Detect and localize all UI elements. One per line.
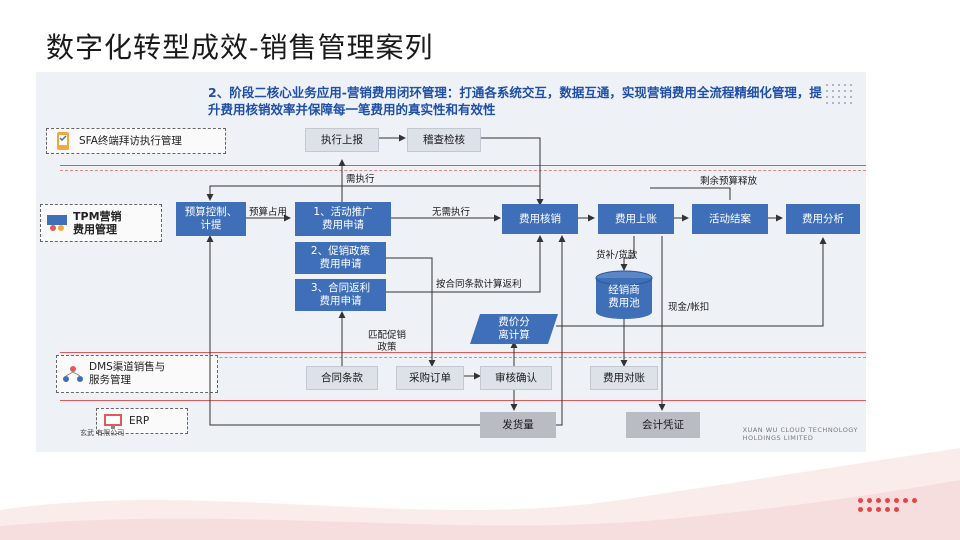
node-review-confirm: 审核确认: [480, 366, 552, 390]
node-pool-line2: 费用池: [608, 297, 640, 309]
node-exec-report: 执行上报: [305, 128, 379, 152]
edge-label-budget-use: 预算占用: [249, 207, 288, 218]
edge-label-goods: 货补/货款: [596, 250, 638, 261]
people-network-icon: [62, 364, 84, 384]
node-expense-reconcile: 费用对账: [590, 366, 658, 390]
node-expense-analysis: 费用分析: [786, 204, 860, 234]
node-shipment-volume: 发货量: [480, 412, 556, 438]
node-expense-verify: 费用核销: [502, 204, 578, 234]
lane-label-tpm-line1: TPM营销: [73, 210, 122, 223]
node-dealer-pool-shape: [595, 270, 653, 319]
decorative-red-dots: [858, 498, 922, 516]
edge-label-match-line2: 政策: [377, 342, 397, 353]
lane-label-dms-line2: 服务管理: [89, 374, 131, 386]
lane-divider-dms: [60, 400, 866, 401]
node-contract-terms: 合同条款: [306, 366, 378, 390]
edge-label-remaining-budget: 剩余预算释放: [700, 176, 758, 187]
lane-label-sfa: SFA终端拜访执行管理: [46, 128, 226, 154]
lane-divider-sfa: [60, 165, 866, 166]
lane-label-sfa-text: SFA终端拜访执行管理: [79, 134, 182, 147]
node-expense-post: 费用上账: [598, 204, 674, 234]
node-dealer-pool: 经销商费用池: [594, 282, 654, 312]
node-audit-check: 稽查检核: [407, 128, 481, 152]
lane-label-dms-line1: DMS渠道销售与: [89, 361, 166, 373]
node-purchase-order: 采购订单: [396, 366, 464, 390]
edge-label-no-exec: 无需执行: [432, 207, 471, 218]
phone-checklist-icon: [52, 131, 74, 151]
node-activity-line2: 费用申请: [322, 219, 364, 231]
node-price-separation-shape: [470, 314, 558, 344]
erp-monitor-icon: [102, 411, 124, 431]
node-activity-expense: 1、活动推广费用申请: [295, 202, 391, 236]
company-line2: HOLDINGS LIMITED: [742, 434, 814, 442]
node-activity-closing: 活动结案: [692, 204, 768, 234]
company-line1: XUAN WU CLOUD TECHNOLOGY: [742, 426, 858, 434]
node-pool-line1: 经销商: [608, 284, 640, 296]
node-rebate-line1: 3、合同返利: [310, 282, 371, 294]
node-promo-expense: 2、促销政策费用申请: [295, 242, 386, 274]
node-price-line1: 费价分: [498, 316, 530, 328]
erp-logo-line2: 有限公司: [96, 429, 125, 437]
node-rebate-expense: 3、合同返利费用申请: [295, 279, 386, 311]
lane-label-dms: DMS渠道销售与 服务管理: [56, 355, 218, 393]
node-budget-control: 预算控制、计提: [176, 202, 246, 236]
lane-label-erp-text: ERP: [129, 414, 150, 427]
node-price-separation: 费价分离计算: [478, 314, 550, 344]
lane-label-erp: ERP: [96, 408, 188, 434]
lane-divider-sfa-dashed: [60, 170, 866, 171]
edge-label-match-policy: 匹配促销 政策: [368, 330, 406, 354]
node-accounting-voucher: 会计凭证: [626, 412, 700, 438]
lane-divider-tpm: [60, 352, 866, 353]
diagram-headline: 2、阶段二核心业务应用-营销费用闭环管理：打通各系统交互，数据互通，实现营销费用…: [208, 85, 822, 117]
edge-label-need-exec: 需执行: [346, 174, 375, 185]
edge-label-match-line1: 匹配促销: [368, 330, 407, 341]
erp-logo-line1: 玄武: [80, 429, 94, 437]
slide-title: 数字化转型成效-销售管理案列: [46, 31, 434, 64]
node-budget-line1: 预算控制、: [184, 206, 238, 218]
decorative-dot-grid: [826, 84, 860, 114]
node-promo-line2: 费用申请: [319, 258, 362, 270]
node-activity-line1: 1、活动推广: [313, 206, 373, 218]
lane-label-tpm-line2: 费用管理: [73, 223, 117, 236]
node-rebate-line2: 费用申请: [319, 295, 362, 307]
node-promo-line1: 2、促销政策: [310, 245, 371, 257]
presentation-user-icon: [46, 213, 68, 233]
node-budget-line2: 计提: [200, 219, 222, 231]
edge-label-calc-rebate: 按合同条款计算返利: [436, 279, 522, 290]
erp-logo-caption: 玄武 有限公司: [80, 429, 124, 437]
lane-label-tpm: TPM营销 费用管理: [40, 204, 162, 242]
company-watermark: XUAN WU CLOUD TECHNOLOGY HOLDINGS LIMITE…: [743, 426, 858, 442]
background-wave: [0, 448, 960, 540]
edge-label-cash: 现金/帐扣: [668, 302, 710, 313]
node-price-line2: 离计算: [498, 329, 530, 341]
